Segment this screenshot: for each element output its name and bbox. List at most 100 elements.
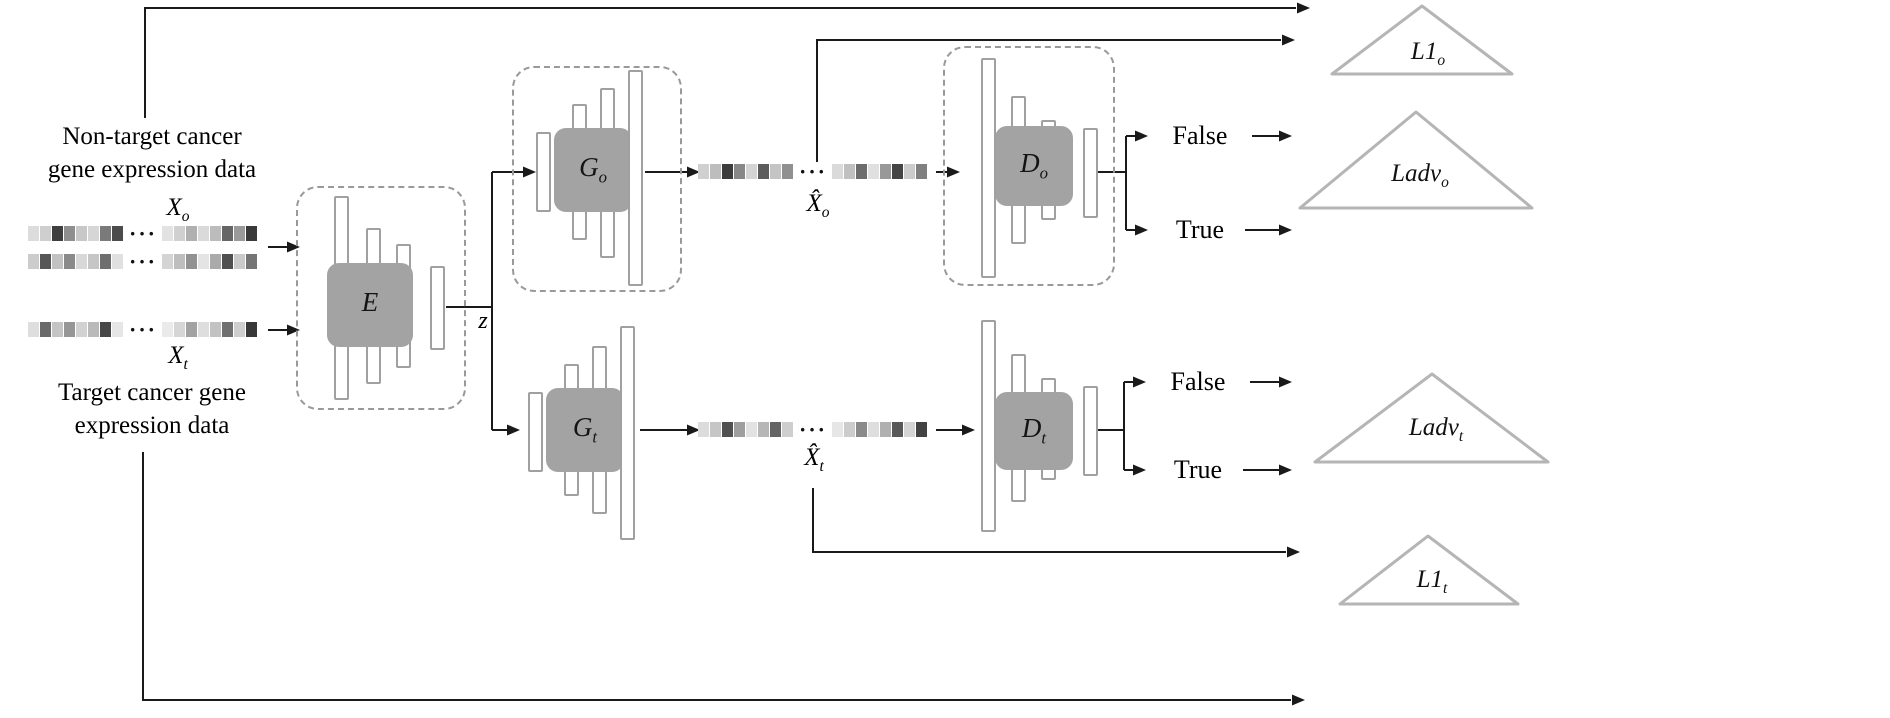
gene-cell [698, 164, 709, 179]
ellipsis: ··· [799, 159, 828, 184]
xt-hat-label-sub: t [819, 458, 824, 475]
false-label-t-text: False [1170, 367, 1226, 396]
arrowhead-z-to-gen-o [523, 166, 536, 178]
gene-cell [722, 422, 733, 437]
arrowhead-disc-o-false [1135, 130, 1148, 142]
arrowhead-xthat-to-l1t [1287, 546, 1300, 558]
gene-cell [710, 164, 721, 179]
discriminator-t-label-sub: t [1041, 428, 1047, 448]
disc-o-output-bar [1083, 128, 1098, 218]
encoder-label-main: E [361, 287, 379, 318]
gene-cell [198, 226, 210, 241]
gene-cell [758, 422, 769, 437]
generator-o-label-sub: o [598, 167, 607, 187]
ladvt-loss-label: Ladvt [1366, 414, 1506, 446]
discriminator-t-label: Dt [1022, 413, 1046, 448]
wire-xthat-to-l1t [812, 488, 1286, 553]
gene-cell [210, 322, 222, 337]
gene-cell [844, 164, 856, 179]
true-label-t-text: True [1173, 455, 1223, 484]
wire-input-to-l1o [144, 7, 1296, 118]
gene-strip-xo-hat: ··· [698, 159, 928, 184]
gene-cell [198, 322, 210, 337]
gene-cell [234, 226, 246, 241]
xt-label-main: X [168, 342, 184, 369]
l1o-loss-label-sub: o [1437, 52, 1446, 69]
discriminator-t-node: Dt [995, 392, 1073, 470]
gene-cell [758, 164, 769, 179]
gene-strip-xt: ··· [28, 317, 258, 342]
gene-cell [162, 254, 174, 269]
gene-cell [174, 254, 186, 269]
gene-cell [770, 164, 781, 179]
xt-label: Xt [148, 342, 208, 374]
gene-cell [734, 164, 745, 179]
gen-t-layer-bar-4 [620, 326, 635, 540]
target-caption-line2: expression data [74, 412, 230, 439]
gene-cell [722, 164, 733, 179]
gene-cell [28, 322, 39, 337]
gen-t-layer-bar-1 [528, 392, 543, 472]
loss-triangle-l1o [1330, 4, 1514, 76]
disc-t-output-bar [1083, 386, 1098, 476]
gene-cell [100, 322, 111, 337]
discriminator-o-label-main: D [1020, 148, 1040, 179]
gene-cell [916, 422, 928, 437]
gene-cell [76, 226, 87, 241]
gene-cell [234, 254, 246, 269]
gene-cell [222, 254, 234, 269]
gene-cell [770, 422, 781, 437]
gene-cell [782, 164, 793, 179]
gene-cell [832, 164, 844, 179]
gene-cell [234, 322, 246, 337]
gene-cell [28, 226, 39, 241]
true-label-t: True [1150, 455, 1246, 485]
generator-t-label: Gt [573, 412, 597, 447]
encoder-node: E [327, 263, 413, 347]
gene-cell [734, 422, 745, 437]
xo-label: Xo [148, 194, 208, 226]
arrowhead-xohat-to-disc-o [947, 166, 960, 178]
nontarget-caption: Non-target cancer gene expression data [28, 120, 276, 186]
discriminator-o-box [943, 46, 1115, 286]
gene-strip-xt-hat: ··· [698, 419, 928, 441]
arrowhead-false-o-to-ladv [1279, 130, 1292, 142]
gene-cell [40, 254, 51, 269]
ellipsis: ··· [129, 249, 158, 274]
encoder-latent-bar [430, 266, 445, 350]
target-caption: Target cancer gene expression data [28, 376, 276, 442]
gene-cell [222, 322, 234, 337]
disc-o-layer-bar-1 [981, 58, 996, 278]
gene-cell [246, 226, 258, 241]
target-caption-line1: Target cancer gene [58, 379, 246, 406]
gene-cell [782, 422, 793, 437]
gene-cell [222, 226, 234, 241]
disc-t-layer-bar-1 [981, 320, 996, 532]
arrowhead-xthat-to-disc-t [962, 424, 975, 436]
wire-xohat-to-l1o [816, 39, 1281, 162]
arrowhead-gen-t-out [687, 424, 700, 436]
arrowhead-disc-o-true [1135, 224, 1148, 236]
gene-cell [40, 226, 51, 241]
gene-cell [40, 322, 51, 337]
arrowhead-disc-t-true [1133, 464, 1146, 476]
discriminator-o-label: Do [1020, 148, 1048, 183]
arrowhead-xo-to-encoder [287, 241, 300, 253]
arrowhead-input-to-l1o [1297, 2, 1310, 14]
gene-cell [198, 254, 210, 269]
ellipsis: ··· [129, 317, 158, 342]
xo-hat-label-sub: o [821, 204, 830, 221]
ladvo-loss-label: Ladvo [1350, 160, 1490, 192]
discriminator-o-label-sub: o [1039, 163, 1048, 183]
gene-cell [88, 254, 99, 269]
gene-cell [76, 322, 87, 337]
gene-cell [892, 422, 904, 437]
gene-cell [52, 226, 63, 241]
nontarget-caption-line1: Non-target cancer [62, 123, 242, 150]
xt-hat-label: X̂t [782, 444, 846, 476]
arrowhead-disc-t-false [1133, 376, 1146, 388]
discriminator-o-node: Do [995, 126, 1073, 206]
gene-cell [88, 322, 99, 337]
gene-cell [174, 322, 186, 337]
